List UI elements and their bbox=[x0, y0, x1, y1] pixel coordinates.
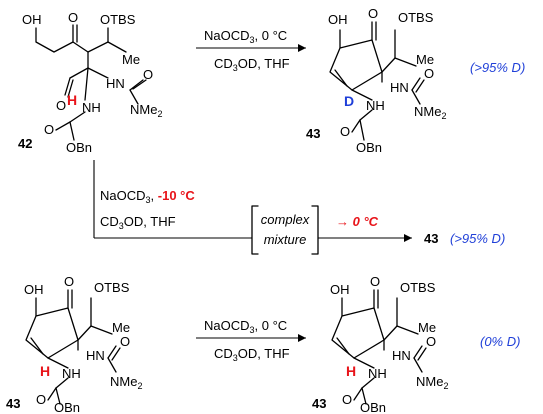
deuterium-incorporation-3: (0% D) bbox=[480, 334, 520, 349]
arrowhead-3 bbox=[298, 334, 306, 342]
label-h-highlight: H bbox=[40, 363, 50, 379]
label-hn: HN bbox=[392, 348, 411, 363]
label-obn: OBn bbox=[360, 400, 386, 414]
compound-43-bottom-structure bbox=[331, 289, 427, 405]
label-otbs: OTBS bbox=[100, 12, 136, 27]
label-o: O bbox=[368, 6, 378, 21]
label-oh: OH bbox=[22, 12, 42, 27]
deuterium-incorporation-2: (>95% D) bbox=[450, 231, 505, 246]
label-nme2: NMe2 bbox=[110, 374, 142, 391]
label-me: Me bbox=[418, 320, 436, 335]
label-obn: OBn bbox=[356, 140, 382, 155]
arrowhead-2 bbox=[404, 234, 412, 242]
condition-2-base: NaOCD3, -10 °C bbox=[100, 188, 195, 205]
label-otbs: OTBS bbox=[400, 280, 436, 295]
label-nh: NH bbox=[366, 98, 385, 113]
label-nme2: NMe2 bbox=[130, 102, 162, 119]
label-o: O bbox=[36, 392, 46, 407]
compound-number-43-rxn2: 43 bbox=[424, 231, 438, 246]
label-hn: HN bbox=[390, 80, 409, 95]
compound-number-43-start: 43 bbox=[6, 396, 20, 411]
compound-number-43-end: 43 bbox=[312, 396, 326, 411]
step-2-condition: → 0 °C bbox=[336, 214, 379, 229]
label-otbs: OTBS bbox=[94, 280, 130, 295]
label-o: O bbox=[44, 122, 54, 137]
condition-3-solvent: CD3OD, THF bbox=[214, 346, 290, 363]
label-o: O bbox=[342, 392, 352, 407]
deuterium-incorporation-1: (>95% D) bbox=[470, 60, 525, 75]
label-nh: NH bbox=[82, 100, 101, 115]
label-me: Me bbox=[122, 52, 140, 67]
label-oh: OH bbox=[328, 12, 348, 27]
label-nh: NH bbox=[368, 366, 387, 381]
intermediate-label-line2: mixture bbox=[264, 232, 307, 247]
label-d-highlight: D bbox=[344, 93, 354, 109]
label-me: Me bbox=[112, 320, 130, 335]
label-me: Me bbox=[416, 52, 434, 67]
left-bracket bbox=[251, 205, 259, 255]
label-o: O bbox=[340, 124, 350, 139]
label-hn: HN bbox=[106, 76, 125, 91]
label-o: O bbox=[143, 67, 153, 82]
label-h-highlight: H bbox=[67, 92, 77, 108]
label-o: O bbox=[426, 334, 436, 349]
label-nh: NH bbox=[62, 366, 81, 381]
label-o: O bbox=[56, 98, 66, 113]
arrowhead-1 bbox=[298, 44, 306, 52]
compound-number-42: 42 bbox=[18, 136, 32, 151]
label-o: O bbox=[424, 66, 434, 81]
label-otbs: OTBS bbox=[398, 10, 434, 25]
label-obn: OBn bbox=[54, 400, 80, 414]
compound-42-structure bbox=[35, 24, 147, 141]
label-o: O bbox=[68, 10, 78, 25]
compound-43-top-structure bbox=[329, 21, 425, 141]
condition-2-solvent: CD3OD, THF bbox=[100, 214, 176, 231]
intermediate-label-line1: complex bbox=[261, 212, 310, 227]
condition-1-solvent: CD3OD, THF bbox=[214, 56, 290, 73]
label-h-highlight: H bbox=[346, 363, 356, 379]
label-obn: OBn bbox=[66, 140, 92, 155]
label-oh: OH bbox=[24, 282, 44, 297]
label-nme2: NMe2 bbox=[416, 374, 448, 391]
label-hn: HN bbox=[86, 348, 105, 363]
label-o: O bbox=[120, 334, 130, 349]
label-o: O bbox=[370, 274, 380, 289]
condition-1-base: NaOCD3, 0 °C bbox=[204, 28, 287, 45]
label-nme2: NMe2 bbox=[414, 104, 446, 121]
compound-number-43: 43 bbox=[306, 126, 320, 141]
right-bracket bbox=[311, 205, 319, 255]
compound-43-start-structure bbox=[25, 289, 121, 405]
condition-3-base: NaOCD3, 0 °C bbox=[204, 318, 287, 335]
label-o: O bbox=[64, 274, 74, 289]
label-oh: OH bbox=[330, 282, 350, 297]
intermediate-box bbox=[252, 206, 318, 254]
